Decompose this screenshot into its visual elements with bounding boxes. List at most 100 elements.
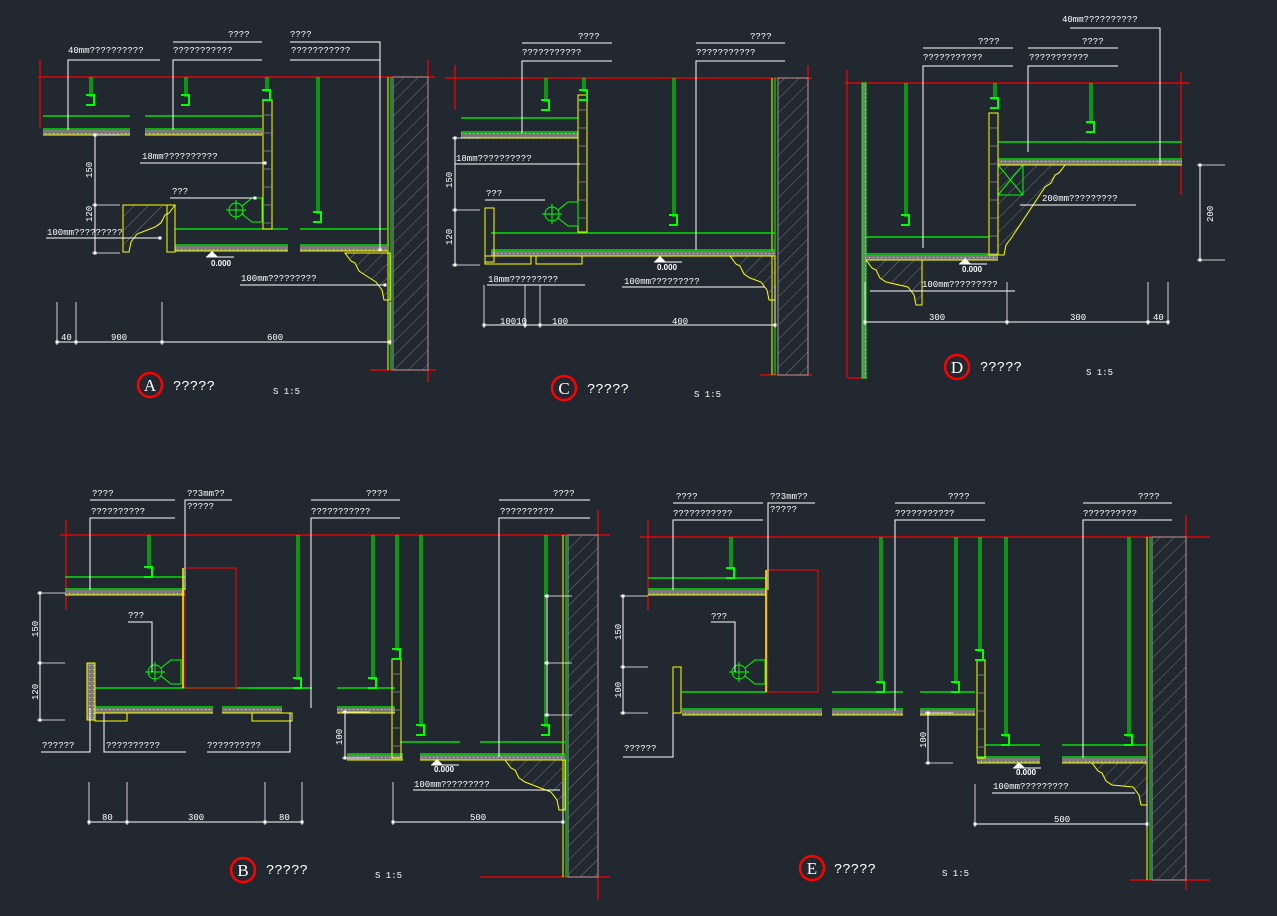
note: ??????????? bbox=[173, 46, 232, 56]
note: ???? bbox=[553, 489, 575, 499]
board-layer bbox=[95, 708, 213, 713]
concrete-wall bbox=[1151, 536, 1187, 881]
note: ??? bbox=[128, 611, 144, 621]
elevation-label: 0.000 bbox=[434, 765, 455, 774]
dimension-label: 80 bbox=[279, 813, 290, 823]
dimension-tick bbox=[926, 761, 930, 765]
note: 100mm????????? bbox=[414, 780, 490, 790]
dimension-label: 500 bbox=[1054, 815, 1070, 825]
dimension-tick bbox=[343, 756, 347, 760]
leader-line bbox=[89, 517, 175, 590]
board-layer bbox=[1062, 758, 1147, 763]
dimension-label: 150 bbox=[85, 162, 95, 178]
dimension-tick bbox=[93, 133, 97, 137]
detail-title: ????? bbox=[173, 379, 215, 395]
gypsum-cornice bbox=[344, 252, 391, 301]
note: ??????????? bbox=[311, 507, 370, 517]
note: 100mm????????? bbox=[241, 274, 317, 284]
dimension-label: 900 bbox=[111, 333, 127, 343]
dimension-label: 500 bbox=[470, 813, 486, 823]
note: ???? bbox=[1138, 492, 1160, 502]
board-layer bbox=[175, 246, 288, 251]
dimension-tick bbox=[1198, 163, 1202, 167]
hanger-clip bbox=[416, 724, 425, 736]
dimension-label: 120 bbox=[31, 684, 41, 700]
dimension-label: 80 bbox=[102, 813, 113, 823]
leader-line bbox=[290, 41, 381, 250]
detail-mark: E bbox=[807, 859, 817, 878]
elevation-label: 0.000 bbox=[211, 259, 232, 268]
detail-title: ????? bbox=[980, 360, 1022, 376]
board-layer bbox=[420, 755, 565, 760]
leader-line bbox=[103, 713, 186, 753]
note: ???? bbox=[92, 489, 114, 499]
board-layer bbox=[300, 246, 388, 251]
dimension-tick bbox=[38, 661, 42, 665]
dimension-tick bbox=[621, 711, 625, 715]
note: ?????????? bbox=[106, 741, 160, 751]
dimension-label: 300 bbox=[1070, 313, 1086, 323]
leader-line bbox=[1070, 27, 1161, 165]
note: ???? bbox=[978, 37, 1000, 47]
dimension-label: 10010 bbox=[500, 317, 527, 327]
detail-b: ???? ?????????? ??3mm?? ????? ???? ?????… bbox=[31, 489, 575, 881]
leader-line bbox=[184, 499, 232, 590]
dimension-label: 120 bbox=[445, 229, 455, 245]
leader-line bbox=[922, 65, 1013, 248]
gypsum-cornice bbox=[504, 759, 566, 811]
elevation-marker-icon bbox=[431, 759, 443, 765]
elevation-label: 0.000 bbox=[1016, 768, 1037, 777]
note: ???? bbox=[578, 32, 600, 42]
detail-title: ????? bbox=[587, 382, 629, 398]
leader-line bbox=[172, 59, 262, 130]
detail-title: ????? bbox=[266, 863, 308, 879]
dimension-tick bbox=[300, 820, 304, 824]
leader-line bbox=[521, 60, 612, 133]
note: 18mm????????? bbox=[488, 275, 558, 285]
hanger-clip bbox=[1086, 121, 1095, 133]
detail-d: 40mm?????????? ???? ??????????? ???? ???… bbox=[922, 15, 1216, 378]
dimension-tick bbox=[545, 661, 549, 665]
board-layer bbox=[682, 710, 822, 715]
dimension-tick bbox=[482, 323, 486, 327]
dimension-tick bbox=[125, 820, 129, 824]
note: ???? bbox=[228, 30, 250, 40]
board-layer bbox=[648, 590, 767, 595]
dimension-tick bbox=[38, 591, 42, 595]
board-layer bbox=[43, 130, 130, 135]
leader-line bbox=[695, 60, 785, 250]
note: 100mm????????? bbox=[47, 228, 123, 238]
detail-c: ???? ??????????? ???? ??????????? 18mm??… bbox=[445, 32, 772, 400]
scale-label: S 1:5 bbox=[1086, 368, 1113, 378]
rect bbox=[184, 567, 237, 689]
leader-line bbox=[498, 517, 590, 757]
dimension-label: 40 bbox=[61, 333, 72, 343]
board-layer bbox=[998, 160, 1182, 165]
note: ??????????? bbox=[696, 48, 755, 58]
dimension-tick bbox=[538, 323, 542, 327]
dimension-tick bbox=[388, 340, 392, 344]
scale-label: S 1:5 bbox=[942, 869, 969, 879]
dimension-tick bbox=[926, 711, 930, 715]
elevation-marker-icon bbox=[959, 258, 971, 264]
rect bbox=[484, 207, 495, 263]
dimension-label: 100 bbox=[335, 729, 345, 745]
dimension-label: 100 bbox=[614, 682, 624, 698]
detail-mark-circle bbox=[229, 856, 257, 884]
board-layer bbox=[832, 710, 903, 715]
dimension-tick bbox=[973, 822, 977, 826]
detail-mark: B bbox=[237, 861, 248, 880]
rect bbox=[861, 82, 867, 379]
note: ???? bbox=[948, 492, 970, 502]
leader-line bbox=[67, 59, 160, 130]
note: ?????? bbox=[624, 744, 656, 754]
dimension-tick bbox=[621, 594, 625, 598]
rect bbox=[86, 662, 96, 721]
detail-e: ???? ??????????? ??3mm?? ????? ???? ????… bbox=[614, 492, 1160, 879]
board-layer bbox=[461, 133, 578, 138]
dimension-tick bbox=[621, 665, 625, 669]
concrete-wall bbox=[392, 76, 429, 371]
elevation-label: 0.000 bbox=[962, 265, 983, 274]
detail-mark-circle bbox=[136, 371, 164, 399]
note: ???? bbox=[676, 492, 698, 502]
